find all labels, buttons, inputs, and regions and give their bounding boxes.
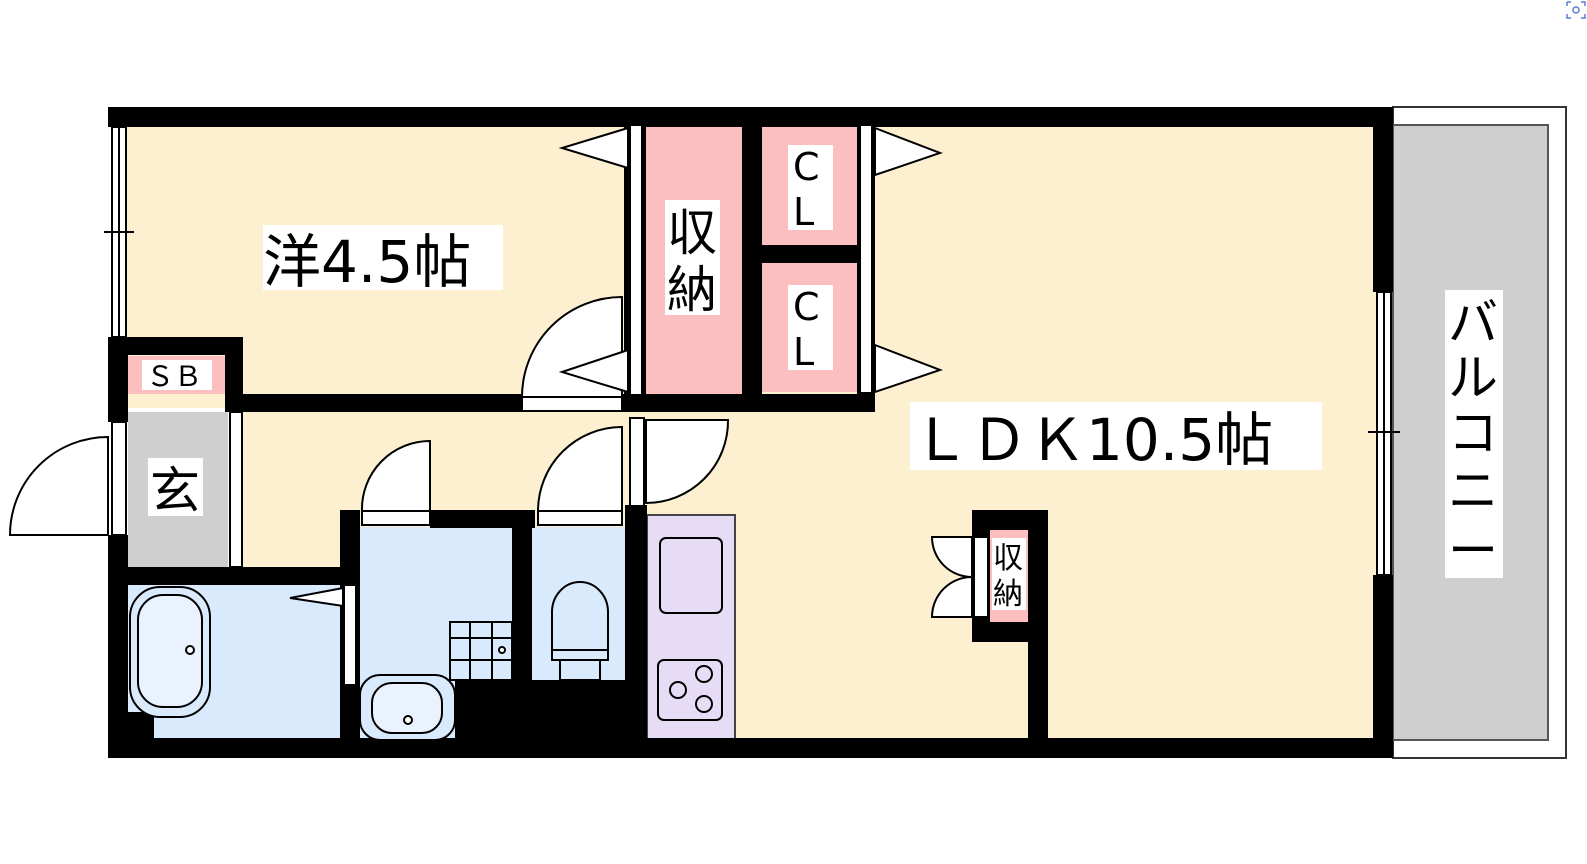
stove [657,659,723,721]
washbasin [359,674,456,741]
balcony-label-5: ー [1448,522,1498,580]
ldk-label-bg [910,402,1322,470]
screenshot-icon[interactable] [1566,1,1586,19]
bathtub [129,586,211,718]
balcony-label-bg [1445,290,1503,578]
western-label-bg [263,225,503,290]
storage-small-label-bg [992,538,1026,610]
closet-upper-label-bg [788,145,833,230]
balcony-label-4: ニ [1448,462,1498,520]
closet-upper-label-2: L [793,190,814,234]
western-room-label: 洋4.5帖 [263,228,471,296]
toilet [551,581,609,659]
ldk-label: ＬＤＫ10.5帖 [912,406,1273,474]
windows [104,126,1400,576]
balcony-label-1: バ [1448,294,1498,352]
balcony-label-3: コ [1448,404,1498,462]
entrance-label-bg [148,458,203,516]
entrance-label: 玄 [150,462,200,520]
closet-upper-label-1: C [793,145,820,189]
storage-main-label-bg [665,200,720,315]
balcony-label-2: ル [1448,349,1498,407]
doors [8,124,989,686]
closet-lower-label-bg [788,285,833,370]
closet-lower-label-2: L [793,330,814,374]
storage-small-label-2: 納 [993,577,1023,612]
shoe-box-label-bg [142,360,212,390]
shoe-box-label: ＳＢ [146,360,202,393]
storage-main-label-2: 納 [667,261,717,319]
closet-lower-label-1: C [793,285,820,329]
fixtures [129,537,723,741]
storage-main-label-1: 収 [667,204,717,262]
sink [659,537,723,614]
storage-small-label-1: 収 [993,541,1023,576]
